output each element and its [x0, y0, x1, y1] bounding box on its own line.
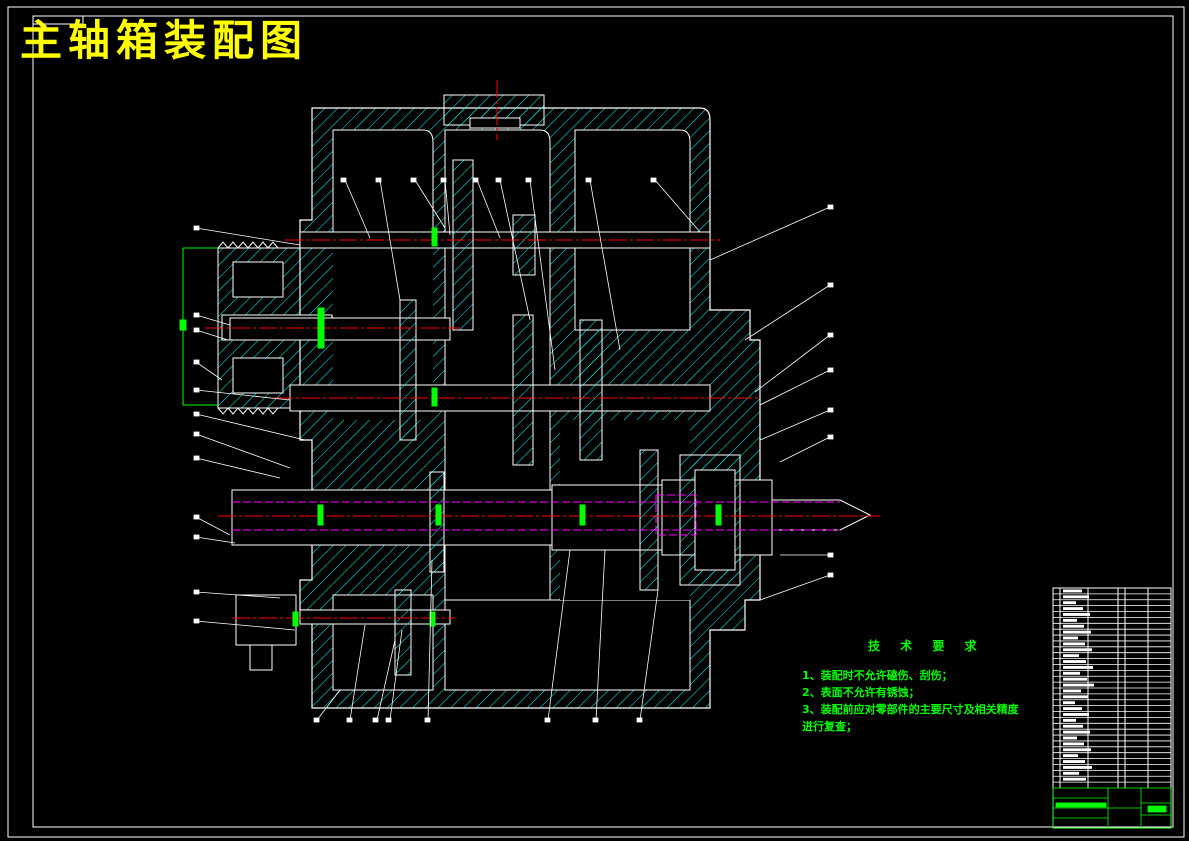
- title-block: [1052, 787, 1172, 829]
- parts-list-cell-text: [1063, 671, 1080, 675]
- parts-list-cell-text: [1063, 613, 1090, 616]
- gear-6: [639, 449, 659, 591]
- spindle-nose: [771, 499, 872, 531]
- parts-list-cell-text: [1063, 771, 1079, 775]
- parts-list-cell-text: [1063, 742, 1084, 746]
- shaft-4: [299, 609, 451, 625]
- gears: [394, 159, 741, 676]
- parts-list-cell-text: [1063, 718, 1076, 722]
- parts-list-cell-text: [1063, 595, 1089, 599]
- inner-frame: [32, 15, 1174, 828]
- parts-list-cell-text: [1063, 642, 1085, 646]
- centerlines: [205, 80, 880, 619]
- parts-list-cell-text: [1063, 618, 1077, 622]
- parts-list-cell-text: [1063, 777, 1086, 781]
- gear-2: [512, 214, 536, 276]
- gear-4: [579, 319, 603, 461]
- shaft-2: [229, 317, 451, 341]
- parts-list-cell-text: [1063, 636, 1078, 640]
- parts-list-cell-text: [1063, 665, 1093, 669]
- spindle-left: [231, 489, 553, 546]
- frame-corner-mark: [32, 15, 84, 25]
- parts-list-cell-text: [1063, 765, 1092, 769]
- parts-list-cell-text: [1063, 701, 1075, 705]
- parts-list-cell-text: [1063, 736, 1077, 740]
- parts-list-cell-text: [1063, 648, 1092, 652]
- parts-list-cell-text: [1063, 748, 1091, 752]
- leader-lines: [193, 177, 834, 723]
- gear-1: [452, 159, 474, 331]
- parts-list-cell-text: [1063, 760, 1085, 763]
- parts-list-cell-text: [1063, 713, 1089, 716]
- tech-requirement-item: 3、装配前应对零部件的主要尺寸及相关精度: [802, 703, 1019, 716]
- parts-list-cell-text: [1063, 654, 1079, 658]
- motor-base: [249, 644, 273, 671]
- gear-5: [399, 299, 417, 441]
- dimension-lines: [179, 227, 722, 627]
- tech-requirement-item: 1、装配时不允许磕伤、刮伤；: [802, 669, 953, 682]
- outer-frame: [7, 6, 1185, 838]
- motor-housing: [235, 594, 297, 646]
- parts-list-cell-text: [1063, 589, 1082, 593]
- gear-3: [512, 314, 534, 466]
- parts-list-cell-text: [1063, 601, 1076, 605]
- parts-list-cell-text: [1063, 607, 1083, 611]
- tech-requirement-item: 2、表面不允许有锈蚀；: [802, 686, 920, 699]
- tech-requirement-item: 进行复查；: [802, 720, 857, 733]
- parts-list: [1052, 587, 1172, 829]
- tech-requirements: 技 术 要 求 1、装配时不允许磕伤、刮伤； 2、表面不允许有锈蚀； 3、装配前…: [802, 638, 1019, 735]
- parts-list-cell-text: [1063, 660, 1086, 663]
- parts-list-cell-text: [1063, 624, 1084, 628]
- parts-list-cell-text: [1063, 677, 1087, 681]
- parts-list-cell-text: [1063, 689, 1081, 693]
- drawing-title: 主轴箱装配图: [20, 16, 309, 65]
- hidden-lines: [232, 494, 840, 536]
- parts-list-cell-text: [1063, 724, 1083, 728]
- tech-requirements-heading: 技 术 要 求: [868, 639, 985, 653]
- parts-list-cell-text: [1063, 695, 1088, 699]
- parts-list-cell-text: [1063, 630, 1091, 634]
- parts-list-cell-text: [1063, 730, 1090, 734]
- parts-list-cell-text: [1063, 707, 1082, 711]
- parts-list-cell-text: [1063, 683, 1094, 687]
- parts-list-cell-text: [1063, 754, 1078, 758]
